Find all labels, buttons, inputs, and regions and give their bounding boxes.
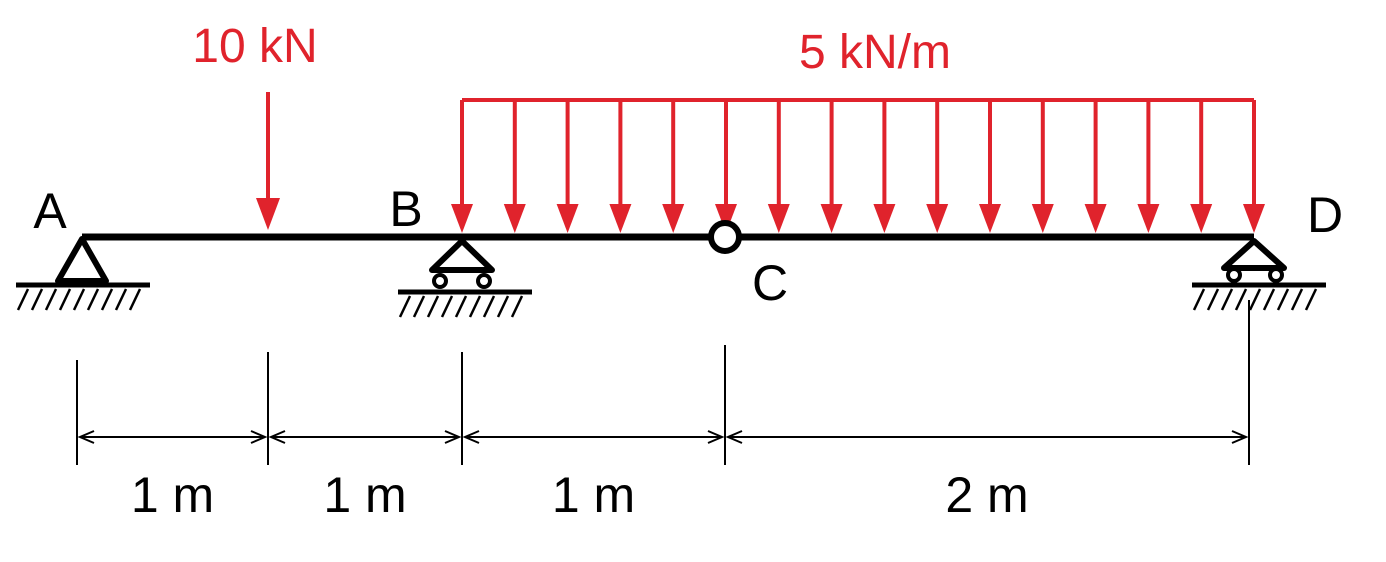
hatch-mark	[454, 295, 468, 318]
hatch-mark	[468, 295, 482, 318]
point-label-c: C	[752, 255, 788, 311]
hatch-mark	[482, 295, 496, 318]
roller-wheel-d2	[1268, 267, 1284, 283]
hatch-mark	[86, 288, 100, 311]
dimension-arrow-right	[1231, 430, 1249, 444]
hatch-mark	[496, 295, 510, 318]
hatch-mark	[100, 288, 114, 311]
dimension-label: 1 m	[323, 467, 406, 523]
distributed-load-arrowhead	[926, 204, 949, 233]
distributed-load-arrowhead	[609, 204, 632, 233]
roller-wheel-b1	[432, 273, 448, 289]
distributed-load-label: 5 kN/m	[799, 26, 951, 79]
hatch-mark	[1304, 288, 1318, 311]
point-load-arrowhead	[256, 198, 280, 230]
hatch-mark	[510, 295, 524, 318]
hatch-mark	[1248, 288, 1262, 311]
support-a-pin	[16, 236, 150, 311]
hatch-mark	[426, 295, 440, 318]
hatch-mark	[114, 288, 128, 311]
support-d-roller	[1192, 238, 1326, 311]
hatch-mark	[412, 295, 426, 318]
roller-wheel-d1	[1226, 267, 1242, 283]
dimension-arrow-right	[250, 430, 268, 444]
dimension-arrow-left	[268, 430, 286, 444]
dimension-arrow-right	[707, 430, 725, 444]
distributed-load-arrowhead	[979, 204, 1001, 233]
dimension-label: 1 m	[131, 467, 214, 523]
dimension-arrow-right	[444, 430, 462, 444]
hatch-mark	[58, 288, 72, 311]
beam	[82, 220, 1254, 254]
dimension-lines: 1 m 1 m 1 m 2 m	[76, 300, 1250, 523]
hatch-mark	[1290, 288, 1304, 311]
dimension-arrow-left	[77, 430, 95, 444]
distributed-load-arrowhead	[1084, 204, 1107, 233]
point-label-a: A	[33, 183, 67, 239]
hatch-mark	[1276, 288, 1290, 311]
hatch-mark	[1262, 288, 1276, 311]
hatch-mark	[1220, 288, 1234, 311]
dimension-arrow-left	[725, 430, 743, 444]
ground-hatch-a	[16, 288, 142, 311]
hinge-c	[708, 220, 742, 254]
distributed-load-arrowhead	[556, 204, 579, 233]
ground-hatch-d	[1192, 288, 1318, 311]
support-b-roller	[398, 238, 532, 318]
distributed-load-arrowhead	[820, 204, 843, 233]
pin-triangle	[55, 236, 109, 284]
distributed-load-arrowhead	[873, 204, 896, 233]
hatch-mark	[30, 288, 44, 311]
distributed-load-arrowhead	[1243, 204, 1265, 233]
hatch-mark	[1206, 288, 1220, 311]
hatch-mark	[72, 288, 86, 311]
hatch-mark	[44, 288, 58, 311]
distributed-load-arrowhead	[1031, 204, 1054, 233]
distributed-load-arrowhead	[662, 204, 685, 233]
dimension-label: 2 m	[945, 467, 1028, 523]
hatch-mark	[440, 295, 454, 318]
point-label-d: D	[1307, 187, 1343, 243]
roller-triangle-d	[1221, 238, 1287, 271]
ground-hatch-b	[398, 295, 524, 318]
roller-triangle-b	[429, 238, 495, 273]
hatch-mark	[16, 288, 30, 311]
distributed-load-arrowhead	[503, 204, 526, 233]
hatch-mark	[1192, 288, 1206, 311]
hatch-mark	[1234, 288, 1248, 311]
distributed-load-arrowhead	[1190, 204, 1213, 233]
distributed-load: 5 kN/m	[451, 26, 1265, 233]
point-load-label: 10 kN	[192, 20, 317, 73]
hatch-mark	[128, 288, 142, 311]
hatch-mark	[398, 295, 412, 318]
dimension-label: 1 m	[552, 467, 635, 523]
distributed-load-arrowhead	[715, 204, 737, 233]
roller-wheel-b2	[476, 273, 492, 289]
distributed-load-arrowhead	[1137, 204, 1160, 233]
point-load: 10 kN	[192, 20, 318, 230]
dimension-arrow-left	[462, 430, 480, 444]
point-label-b: B	[389, 181, 422, 237]
distributed-load-arrowhead	[767, 204, 790, 233]
distributed-load-arrowhead	[451, 204, 473, 233]
